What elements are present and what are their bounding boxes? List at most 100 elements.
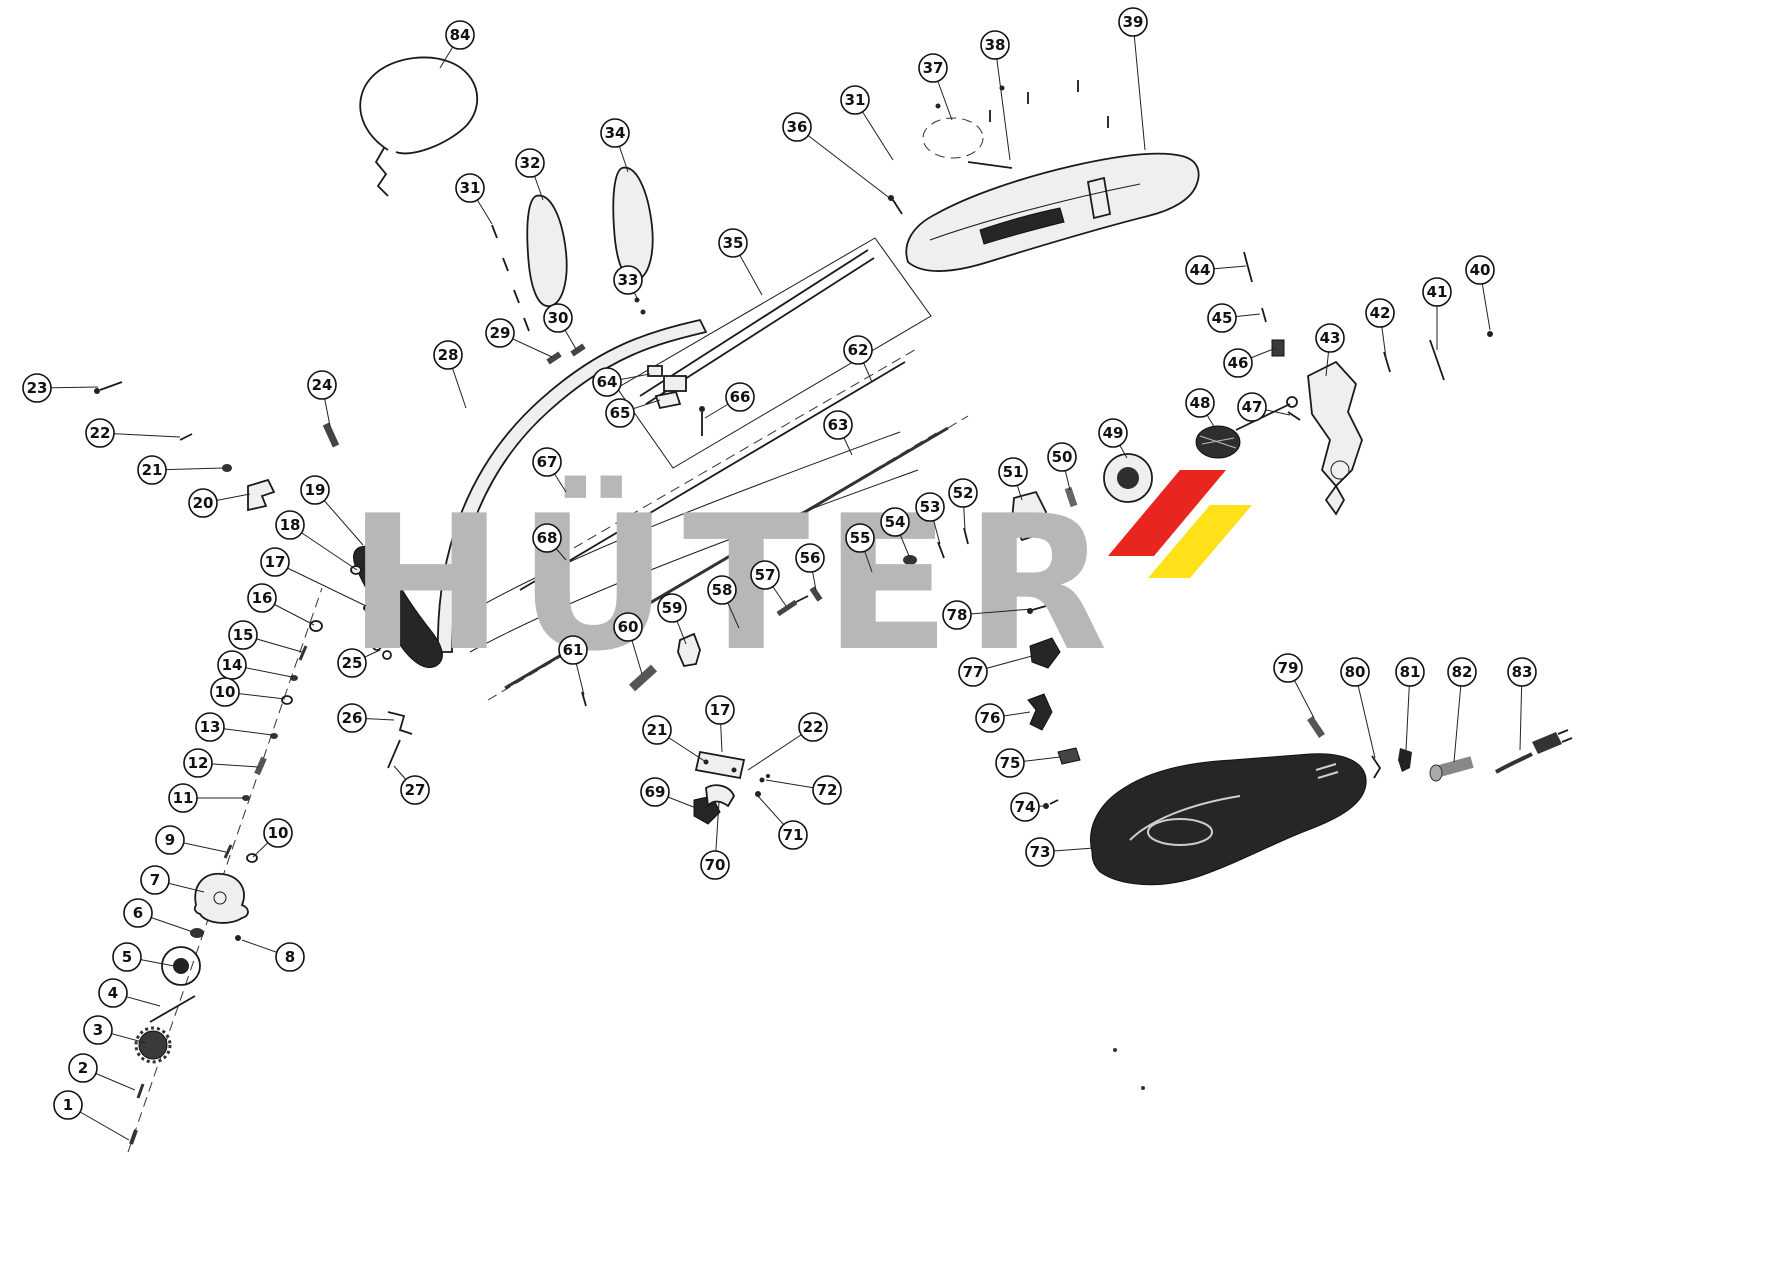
callout-circle-16 [247, 583, 277, 613]
callout-30: 30 [543, 303, 573, 333]
callout-circle-40 [1465, 255, 1495, 285]
callout-number-5: 5 [122, 948, 132, 966]
callout-number-42: 42 [1370, 304, 1391, 322]
clamp-plate-parts [693, 750, 770, 825]
callout-26: 26 [337, 703, 367, 733]
callout-number-55: 55 [850, 529, 871, 547]
callout-number-43: 43 [1320, 329, 1341, 347]
callout-circle-2 [68, 1053, 98, 1083]
callout-circle-41 [1422, 277, 1452, 307]
callout-circle-65 [605, 398, 635, 428]
callout-22: 22 [85, 418, 115, 448]
callout-circle-36 [782, 112, 812, 142]
logo-yellow-shape [1148, 505, 1252, 578]
callout-10: 10 [263, 818, 293, 848]
callout-circle-34 [600, 118, 630, 148]
callout-number-32: 32 [520, 154, 541, 172]
callout-number-59: 59 [662, 599, 683, 617]
callout-number-22: 22 [90, 424, 111, 442]
trimmer-head-parts [127, 587, 323, 1153]
callout-circle-10 [263, 818, 293, 848]
callout-circle-60 [613, 612, 643, 642]
callout-circle-9 [155, 825, 185, 855]
callout-34: 34 [600, 118, 630, 148]
callout-number-67: 67 [537, 453, 558, 471]
callout-number-81: 81 [1400, 663, 1421, 681]
callout-circle-44 [1185, 255, 1215, 285]
leader-line-38 [994, 44, 1011, 161]
callout-number-36: 36 [787, 118, 808, 136]
gearbox-cluster-parts [1011, 251, 1493, 614]
callout-circle-64 [592, 367, 622, 397]
callout-circle-38 [980, 30, 1010, 60]
callout-3: 3 [83, 1015, 113, 1045]
callout-number-7: 7 [150, 871, 160, 889]
callout-37: 37 [918, 53, 948, 83]
callout-circle-24 [307, 370, 337, 400]
callout-circle-61 [558, 635, 588, 665]
callout-number-45: 45 [1212, 309, 1233, 327]
callout-65: 65 [605, 398, 635, 428]
callout-20: 20 [188, 488, 218, 518]
callout-number-9: 9 [165, 831, 175, 849]
callout-73: 73 [1025, 837, 1055, 867]
callout-number-78: 78 [947, 606, 968, 624]
callout-circle-67 [532, 447, 562, 477]
callout-circle-42 [1365, 298, 1395, 328]
callout-number-62: 62 [848, 341, 869, 359]
callout-60: 60 [613, 612, 643, 642]
callout-71: 71 [778, 820, 808, 850]
callout-circle-68 [532, 523, 562, 553]
callout-62: 62 [843, 335, 873, 365]
callout-number-26: 26 [342, 709, 363, 727]
callout-circle-18 [275, 510, 305, 540]
callout-number-11: 11 [173, 789, 194, 807]
callout-number-2: 2 [78, 1059, 88, 1077]
handle-grip-parts [491, 166, 654, 332]
callout-circle-54 [880, 507, 910, 537]
callout-circle-31 [455, 173, 485, 203]
callout-circle-78 [942, 600, 972, 630]
callout-circle-7 [140, 865, 170, 895]
callout-circle-25 [337, 648, 367, 678]
callout-circle-31 [840, 85, 870, 115]
leader-line-36 [796, 126, 897, 204]
callout-number-73: 73 [1030, 843, 1051, 861]
callout-number-3: 3 [93, 1021, 103, 1039]
callout-81: 81 [1395, 657, 1425, 687]
strap-loop-part [359, 56, 479, 197]
callout-number-30: 30 [548, 309, 569, 327]
callout-number-39: 39 [1123, 13, 1144, 31]
callout-53: 53 [915, 492, 945, 522]
callout-24: 24 [307, 370, 337, 400]
callout-number-28: 28 [438, 346, 459, 364]
callout-number-24: 24 [312, 376, 333, 394]
callout-circle-15 [228, 620, 258, 650]
callout-circle-81 [1395, 657, 1425, 687]
callout-circle-17 [705, 695, 735, 725]
callout-number-76: 76 [980, 709, 1001, 727]
callout-number-38: 38 [985, 36, 1006, 54]
callout-circle-3 [83, 1015, 113, 1045]
callout-47: 47 [1237, 392, 1267, 422]
callout-circle-47 [1237, 392, 1267, 422]
callout-27: 27 [400, 775, 430, 805]
leader-line-17 [274, 561, 367, 607]
upper-shaft-region [546, 237, 932, 469]
callout-number-44: 44 [1190, 261, 1211, 279]
callout-59: 59 [657, 593, 687, 623]
callout-number-75: 75 [1000, 754, 1021, 772]
callout-circle-53 [915, 492, 945, 522]
callout-70: 70 [700, 850, 730, 880]
callout-23: 23 [22, 373, 52, 403]
callout-circle-50 [1047, 442, 1077, 472]
callout-circle-35 [718, 228, 748, 258]
callout-7: 7 [140, 865, 170, 895]
callout-51: 51 [998, 457, 1028, 487]
callout-8: 8 [275, 942, 305, 972]
callout-14: 14 [217, 650, 247, 680]
callout-16: 16 [247, 583, 277, 613]
callout-number-25: 25 [342, 654, 363, 672]
